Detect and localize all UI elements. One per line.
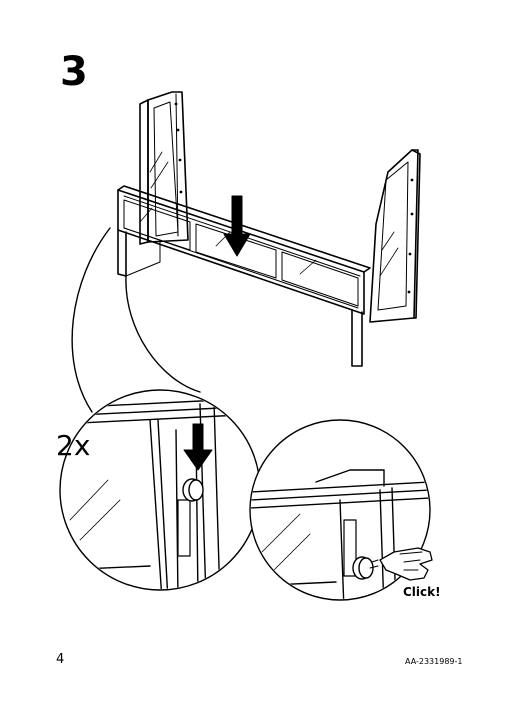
frame-assembly bbox=[117, 91, 421, 367]
click-label: Click! bbox=[403, 585, 441, 599]
dowel-knob-left bbox=[182, 478, 204, 502]
dowel-down-arrow bbox=[183, 423, 213, 471]
push-down-arrow bbox=[223, 195, 251, 257]
quantity-label: 2x bbox=[56, 429, 91, 462]
right-side-panel bbox=[369, 149, 421, 323]
frame-legs bbox=[117, 229, 363, 367]
detail-callout-right bbox=[249, 419, 433, 601]
detail-callout-left bbox=[59, 227, 261, 591]
front-rail bbox=[117, 185, 371, 315]
step-number: 3 bbox=[60, 49, 88, 95]
document-code: AA-2331989-1 bbox=[405, 657, 463, 666]
left-side-panel bbox=[139, 91, 189, 245]
pressing-hand-icon bbox=[369, 547, 433, 581]
page-number: 4 bbox=[56, 652, 65, 667]
